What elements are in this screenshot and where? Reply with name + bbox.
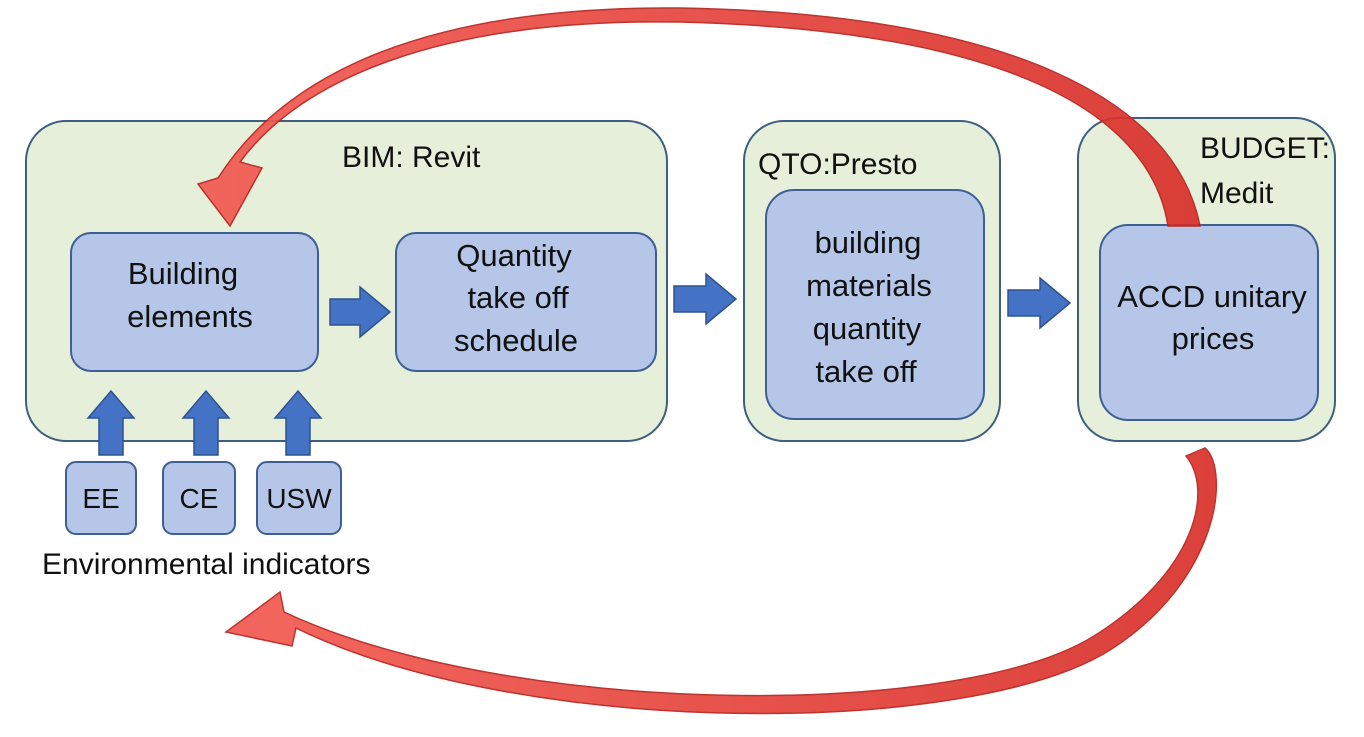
flow-arrow-elements-to-schedule bbox=[329, 285, 392, 339]
up-arrow-ee bbox=[86, 389, 136, 456]
materials-qto-line2: materials bbox=[806, 268, 932, 303]
building-elements-box bbox=[70, 232, 319, 372]
materials-qto-line4: take off bbox=[815, 354, 917, 389]
quantity-schedule-line2: take off bbox=[467, 280, 569, 315]
quantity-takeoff-schedule-box bbox=[395, 232, 657, 372]
indicator-ee-label: EE bbox=[82, 483, 119, 514]
environmental-indicators-caption: Environmental indicators bbox=[42, 548, 371, 581]
feedback-arc-bottom bbox=[224, 447, 1218, 715]
building-elements-line2: elements bbox=[127, 299, 253, 334]
indicator-usw-box bbox=[256, 461, 342, 535]
building-elements-line1: Building bbox=[128, 256, 238, 291]
indicator-ee-box bbox=[65, 461, 137, 535]
up-arrow-ce bbox=[181, 389, 231, 456]
flow-arrow-revit-to-presto bbox=[673, 272, 738, 326]
qto-presto-label: QTO:Presto bbox=[758, 148, 918, 181]
quantity-schedule-line1: Quantity bbox=[456, 238, 572, 273]
accd-prices-line1: ACCD unitary bbox=[1117, 279, 1307, 314]
building-materials-qto-box bbox=[765, 189, 985, 420]
materials-qto-line1: building bbox=[815, 225, 922, 260]
bim-revit-label: BIM: Revit bbox=[342, 141, 481, 174]
budget-label-line1: BUDGET: bbox=[1200, 132, 1330, 165]
budget-label-line2: Medit bbox=[1200, 177, 1274, 210]
feedback-arc-top bbox=[196, 7, 1201, 228]
indicator-usw-label: USW bbox=[266, 483, 332, 514]
accd-unitary-prices-box bbox=[1099, 224, 1319, 421]
accd-prices-line2: prices bbox=[1172, 321, 1255, 356]
quantity-schedule-line3: schedule bbox=[454, 323, 578, 358]
up-arrow-usw bbox=[273, 389, 323, 456]
materials-qto-line3: quantity bbox=[813, 311, 922, 346]
flow-arrow-presto-to-medit bbox=[1007, 276, 1072, 330]
indicator-ce-box bbox=[162, 461, 236, 535]
indicator-ce-label: CE bbox=[180, 483, 219, 514]
